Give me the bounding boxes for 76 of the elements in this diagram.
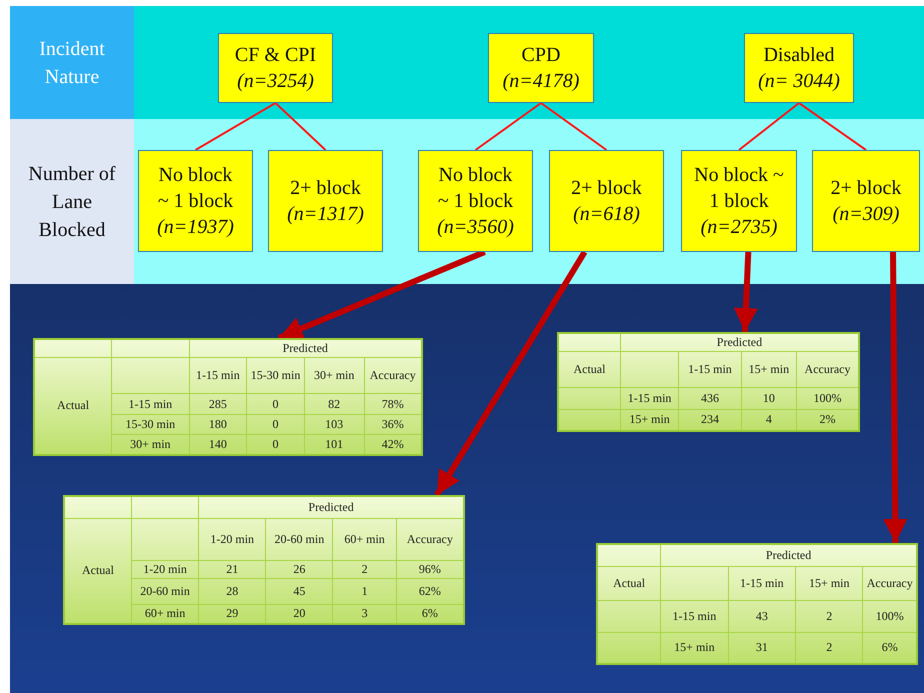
category-text: 2+ block bbox=[290, 176, 361, 201]
table-cell: 2 bbox=[796, 600, 863, 632]
category-text: Disabled bbox=[763, 43, 835, 68]
category-box bbox=[812, 150, 920, 252]
table-cell: 15+ min bbox=[796, 566, 863, 600]
count-text: (n= 3044) bbox=[758, 69, 840, 94]
connector-line bbox=[738, 102, 800, 151]
arrow bbox=[883, 252, 908, 544]
count-text: (n=3254) bbox=[237, 69, 314, 94]
count-text: (n=1937) bbox=[157, 215, 234, 240]
category-box bbox=[418, 150, 533, 252]
table-cell: 1-15 min bbox=[189, 357, 247, 394]
table-cell: 0 bbox=[246, 414, 304, 435]
count-text: (n=1317) bbox=[287, 202, 364, 227]
count-text: (n=4178) bbox=[502, 69, 580, 94]
table-cell: 30+ min bbox=[304, 357, 364, 394]
table-cell: 2 bbox=[332, 560, 396, 578]
category-text: 2+ block bbox=[571, 176, 642, 201]
table-cell: 60+ min bbox=[332, 518, 396, 560]
row-header: Incident Nature bbox=[10, 6, 134, 119]
table-cell: 43 bbox=[728, 600, 796, 632]
table-cell: 15-30 min bbox=[112, 414, 190, 435]
arrow bbox=[734, 252, 758, 332]
connector-line bbox=[540, 102, 608, 151]
category-box bbox=[549, 150, 664, 252]
category-box bbox=[138, 150, 253, 252]
table-cell: 15+ min bbox=[741, 351, 797, 387]
category-text: CF & CPI bbox=[234, 43, 316, 68]
table-cell: 103 bbox=[304, 414, 364, 435]
table-cell: 10 bbox=[741, 387, 797, 409]
category-text: No block ~ 1 block bbox=[694, 163, 784, 214]
table-cell: 1-15 min bbox=[112, 394, 190, 414]
category-text: CPD bbox=[522, 43, 560, 68]
category-text: No block ~ 1 block bbox=[436, 163, 514, 214]
table-cell: 20-60 min bbox=[131, 578, 199, 604]
table-cell: 436 bbox=[678, 387, 742, 409]
count-text: (n=2735) bbox=[700, 215, 778, 240]
table-cell: 1-15 min bbox=[660, 600, 728, 632]
table-cell: 82 bbox=[304, 394, 364, 414]
table-cell: Actual bbox=[558, 351, 620, 387]
table-cell: 28 bbox=[198, 578, 266, 604]
count-text: (n=3560) bbox=[437, 215, 514, 240]
category-box bbox=[268, 150, 383, 252]
table-cell: 21 bbox=[198, 560, 266, 578]
table-cell: 26 bbox=[266, 560, 333, 578]
table-cell: 15-30 min bbox=[246, 357, 304, 394]
table-cell: 1-15 min bbox=[728, 566, 796, 600]
connector-line bbox=[474, 102, 542, 151]
category-box bbox=[218, 33, 333, 103]
table-cell: 0 bbox=[246, 394, 304, 414]
category-text: 2+ block bbox=[830, 176, 902, 201]
table-cell: 20-60 min bbox=[266, 518, 333, 560]
table-cell: Actual bbox=[597, 566, 661, 600]
category-text: No block ~ 1 block bbox=[156, 163, 234, 214]
row-header: Number of Lane Blocked bbox=[10, 119, 134, 284]
category-box bbox=[681, 150, 797, 252]
table-cell: 1-15 min bbox=[678, 351, 742, 387]
confusion-matrix-table bbox=[596, 543, 918, 665]
connector-line bbox=[798, 102, 867, 151]
count-text: (n=309) bbox=[832, 202, 900, 227]
table-cell: 1-15 min bbox=[620, 387, 679, 409]
category-box bbox=[488, 33, 594, 103]
arrow bbox=[434, 250, 588, 497]
table-cell: 1 bbox=[332, 578, 396, 604]
table-cell: 1-20 min bbox=[198, 518, 266, 560]
table-cell: 180 bbox=[189, 414, 247, 435]
count-text: (n=618) bbox=[573, 202, 640, 227]
connector-line bbox=[274, 102, 326, 151]
confusion-matrix-table bbox=[63, 495, 465, 625]
table-cell: 45 bbox=[266, 578, 333, 604]
connector-line bbox=[195, 102, 276, 151]
confusion-matrix-table bbox=[33, 338, 423, 456]
category-box bbox=[744, 33, 854, 103]
table-cell: 1-20 min bbox=[131, 560, 199, 578]
confusion-matrix-table bbox=[557, 332, 860, 432]
table-cell: 285 bbox=[189, 394, 247, 414]
